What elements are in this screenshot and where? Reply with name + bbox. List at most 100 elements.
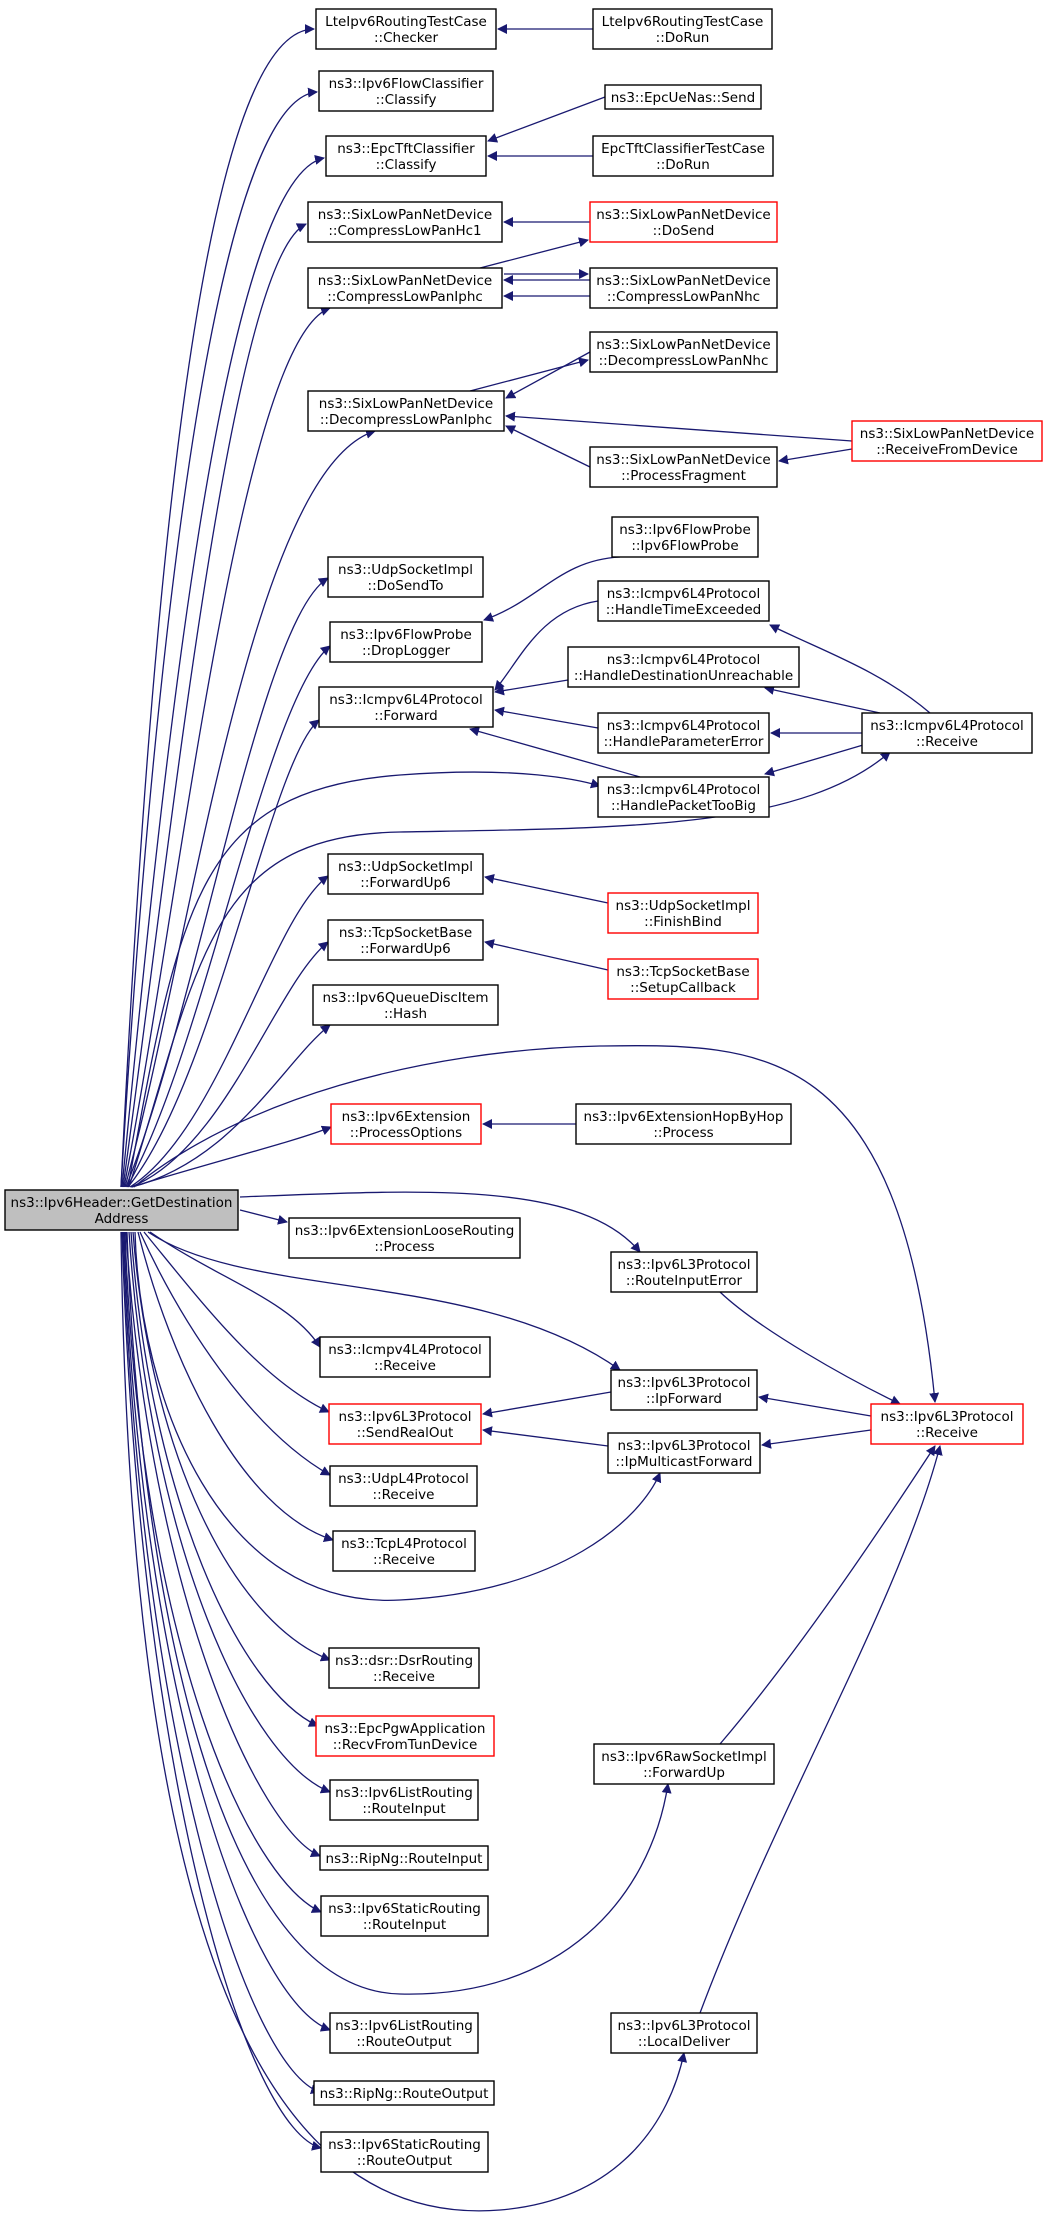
- call-edge: [699, 1445, 943, 2014]
- node-l3-sendrealout[interactable]: ns3::Ipv6L3Protocol::SendRealOut: [328, 1403, 482, 1445]
- node-l3-localdeliver[interactable]: ns3::Ipv6L3Protocol::LocalDeliver: [610, 2012, 758, 2054]
- node-comp-iphc[interactable]: ns3::SixLowPanNetDevice::CompressLowPanI…: [307, 267, 503, 309]
- node-box: [567, 646, 800, 688]
- node-label: ::RouteInputError: [626, 1273, 743, 1289]
- node-box: [4, 1189, 239, 1231]
- node-flowclass[interactable]: ns3::Ipv6FlowClassifier::Classify: [318, 70, 494, 112]
- node-label: ::ProcessOptions: [350, 1125, 462, 1141]
- node-lte-checker[interactable]: LteIpv6RoutingTestCase::Checker: [315, 8, 497, 50]
- node-label: ::Hash: [384, 1006, 427, 1022]
- call-edge: [149, 1231, 321, 1348]
- node-comp-hc1[interactable]: ns3::SixLowPanNetDevice::CompressLowPanH…: [307, 201, 503, 243]
- call-edge: [125, 1231, 321, 1857]
- node-box: [610, 1369, 758, 1411]
- node-tcp-setupcb[interactable]: ns3::TcpSocketBase::SetupCallback: [607, 958, 759, 1000]
- node-label: ::HandleTimeExceeded: [606, 602, 762, 618]
- node-flowprobe-ctor[interactable]: ns3::Ipv6FlowProbe::Ipv6FlowProbe: [611, 516, 759, 558]
- node-recv-from-dev[interactable]: ns3::SixLowPanNetDevice::ReceiveFromDevi…: [851, 420, 1043, 462]
- node-ripng-routeinput[interactable]: ns3::RipNg::RouteInput: [319, 1845, 489, 1871]
- node-ext-hopbyhop[interactable]: ns3::Ipv6ExtensionHopByHop::Process: [575, 1103, 792, 1145]
- node-label: ::CompressLowPanHc1: [328, 223, 481, 239]
- node-box: [318, 686, 494, 728]
- node-queuedisc-hash[interactable]: ns3::Ipv6QueueDiscItem::Hash: [312, 984, 499, 1026]
- node-icmp-time[interactable]: ns3::Icmpv6L4Protocol::HandleTimeExceede…: [597, 580, 770, 622]
- node-box: [328, 1647, 480, 1689]
- node-label: ns3::Ipv6FlowProbe: [619, 522, 751, 538]
- node-label: ::DecompressLowPanIphc: [320, 412, 492, 428]
- call-edge: [139, 1231, 331, 1476]
- node-label: ns3::SixLowPanNetDevice: [596, 337, 770, 353]
- node-label: ns3::Ipv6L3Protocol: [618, 2018, 751, 2034]
- node-label: Address: [95, 1211, 149, 1227]
- node-label: ::Receive: [916, 1425, 978, 1441]
- node-tcp-fwdup6[interactable]: ns3::TcpSocketBase::ForwardUp6: [327, 919, 484, 961]
- node-box: [330, 1103, 482, 1145]
- node-box: [329, 621, 483, 663]
- node-icmp-toobig[interactable]: ns3::Icmpv6L4Protocol::HandlePacketTooBi…: [597, 776, 770, 818]
- node-ripng-routeoutput[interactable]: ns3::RipNg::RouteOutput: [313, 2080, 495, 2106]
- node-box: [861, 712, 1033, 754]
- node-decomp-nhc[interactable]: ns3::SixLowPanNetDevice::DecompressLowPa…: [589, 331, 778, 373]
- call-edge: [764, 685, 881, 714]
- node-ext-loose[interactable]: ns3::Ipv6ExtensionLooseRouting::Process: [288, 1217, 521, 1259]
- node-l3-ipforward[interactable]: ns3::Ipv6L3Protocol::IpForward: [610, 1369, 758, 1411]
- node-epcpgw[interactable]: ns3::EpcPgwApplication::RecvFromTunDevic…: [315, 1715, 495, 1757]
- node-label: ns3::Ipv6L3Protocol: [618, 1375, 751, 1391]
- call-edge: [239, 1191, 641, 1253]
- node-label: ns3::EpcPgwApplication: [325, 1721, 486, 1737]
- node-epcuenas[interactable]: ns3::EpcUeNas::Send: [604, 84, 762, 110]
- call-edge: [769, 624, 931, 714]
- node-label: ns3::SixLowPanNetDevice: [596, 452, 770, 468]
- node-icmp-receive[interactable]: ns3::Icmpv6L4Protocol::Receive: [861, 712, 1033, 754]
- node-lte-dorun[interactable]: LteIpv6RoutingTestCase::DoRun: [592, 8, 773, 50]
- node-label: ::DoSendTo: [368, 578, 444, 594]
- node-comp-nhc[interactable]: ns3::SixLowPanNetDevice::CompressLowPanN…: [589, 267, 778, 309]
- node-udpl4-receive[interactable]: ns3::UdpL4Protocol::Receive: [329, 1465, 478, 1507]
- node-label: ::Receive: [373, 1669, 435, 1685]
- node-label: ::DoRun: [656, 30, 710, 46]
- node-icmpv4-receive[interactable]: ns3::Icmpv4L4Protocol::Receive: [319, 1336, 491, 1378]
- node-udp-finishbind[interactable]: ns3::UdpSocketImpl::FinishBind: [607, 892, 759, 934]
- node-icmp-param[interactable]: ns3::Icmpv6L4Protocol::HandleParameterEr…: [597, 712, 770, 754]
- node-static-routeinput[interactable]: ns3::Ipv6StaticRouting::RouteInput: [320, 1895, 489, 1937]
- node-udp-dosendto[interactable]: ns3::UdpSocketImpl::DoSendTo: [327, 556, 484, 598]
- node-static-routeoutput[interactable]: ns3::Ipv6StaticRouting::RouteOutput: [320, 2131, 489, 2173]
- node-dosend[interactable]: ns3::SixLowPanNetDevice::DoSend: [589, 201, 778, 243]
- node-epctft[interactable]: ns3::EpcTftClassifier::Classify: [325, 135, 487, 177]
- node-ext-procopts[interactable]: ns3::Ipv6Extension::ProcessOptions: [330, 1103, 482, 1145]
- node-box: [604, 84, 762, 110]
- node-icmp-dest[interactable]: ns3::Icmpv6L4Protocol::HandleDestination…: [567, 646, 800, 688]
- node-label: ns3::TcpSocketBase: [339, 925, 472, 941]
- node-label: ns3::SixLowPanNetDevice: [319, 396, 493, 412]
- node-decomp-iphc[interactable]: ns3::SixLowPanNetDevice::DecompressLowPa…: [307, 390, 505, 432]
- node-label: ::Receive: [373, 1487, 435, 1503]
- node-label: ns3::Icmpv6L4Protocol: [329, 692, 483, 708]
- node-l3-receive[interactable]: ns3::Ipv6L3Protocol::Receive: [870, 1403, 1024, 1445]
- call-edge: [483, 556, 621, 622]
- call-edge: [143, 1231, 330, 1413]
- node-label: ns3::Ipv6RawSocketImpl: [601, 1749, 766, 1765]
- node-epctft-dorun[interactable]: EpcTftClassifierTestCase::DoRun: [592, 135, 774, 177]
- node-box: [328, 1403, 482, 1445]
- node-l3-routeinerr[interactable]: ns3::Ipv6L3Protocol::RouteInputError: [610, 1251, 758, 1293]
- node-list-routeinput[interactable]: ns3::Ipv6ListRouting::RouteInput: [329, 1779, 479, 1821]
- node-box: [329, 1465, 478, 1507]
- node-list-routeoutput[interactable]: ns3::Ipv6ListRouting::RouteOutput: [329, 2012, 479, 2054]
- node-box: [597, 712, 770, 754]
- node-icmp-forward[interactable]: ns3::Icmpv6L4Protocol::Forward: [318, 686, 494, 728]
- node-raw-fwdup[interactable]: ns3::Ipv6RawSocketImpl::ForwardUp: [593, 1743, 775, 1785]
- node-box: [319, 1845, 489, 1871]
- node-tcpl4-receive[interactable]: ns3::TcpL4Protocol::Receive: [332, 1530, 476, 1572]
- node-label: ::Receive: [374, 1358, 436, 1374]
- node-dsr-receive[interactable]: ns3::dsr::DsrRouting::Receive: [328, 1647, 480, 1689]
- node-label: ::SetupCallback: [630, 980, 736, 996]
- node-box: [589, 267, 778, 309]
- node-udp-fwdup6[interactable]: ns3::UdpSocketImpl::ForwardUp6: [327, 853, 484, 895]
- node-proc-frag[interactable]: ns3::SixLowPanNetDevice::ProcessFragment: [589, 446, 778, 488]
- node-l3-ipmcast[interactable]: ns3::Ipv6L3Protocol::IpMulticastForward: [607, 1432, 761, 1474]
- call-edge: [494, 600, 599, 691]
- node-droplogger[interactable]: ns3::Ipv6FlowProbe::DropLogger: [329, 621, 483, 663]
- node-box: [592, 8, 773, 50]
